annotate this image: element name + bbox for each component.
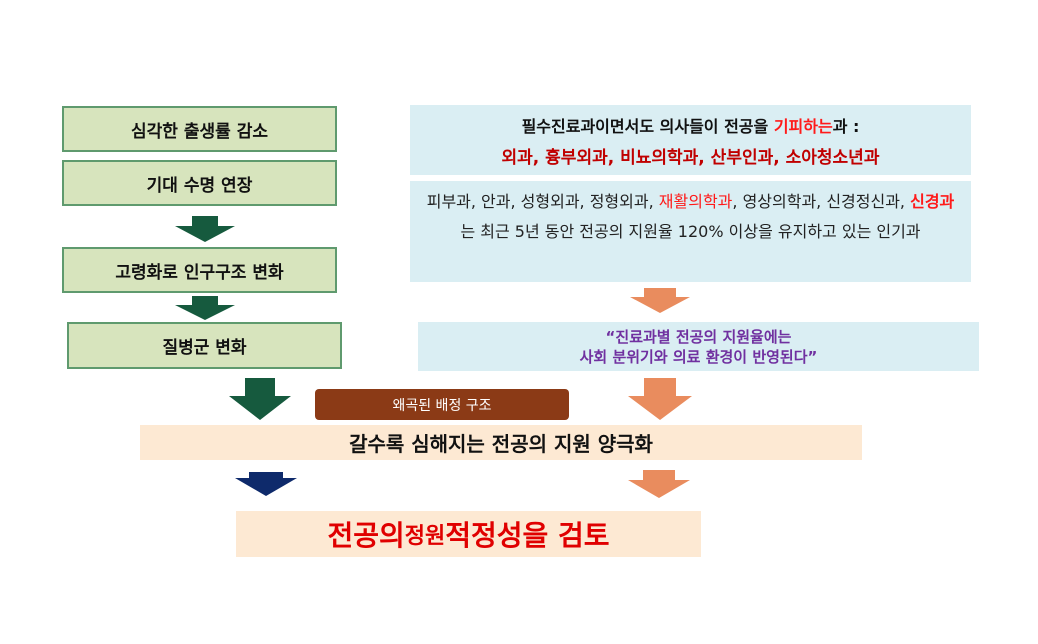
avoided-title: 필수진료과이면서도 의사들이 전공을 기피하는과 : <box>522 113 860 137</box>
orange-arrow-icon <box>628 470 690 498</box>
avoided-list: 외과, 흉부외과, 비뇨의학과, 산부인과, 소아청소년과 <box>501 147 880 168</box>
distortion-label: 왜곡된 배정 구조 <box>315 389 569 420</box>
text: 필수진료과이면서도 의사들이 전공을 <box>521 116 774 136</box>
text: 피부과, 안과, 성형외과, 정형외과, <box>426 192 659 211</box>
text: 정원 <box>404 524 446 549</box>
text: 전공의 <box>327 519 405 552</box>
rehab-highlight: 재활의학과 <box>658 192 733 211</box>
quote-line: 사회 분위기와 의료 환경이 반영된다” <box>579 347 818 366</box>
popular-specialties-box: 피부과, 안과, 성형외과, 정형외과, 재활의학과, 영상의학과, 신경정신과… <box>410 181 971 282</box>
quote-box: “진료과별 전공의 지원율에는 사회 분위기와 의료 환경이 반영된다” <box>418 322 979 371</box>
text: , 영상의학과, 신경정신과, <box>732 192 911 211</box>
orange-arrow-icon <box>628 378 692 420</box>
cause-box-life-expectancy: 기대 수명 연장 <box>62 160 337 206</box>
cause-box-low-birthrate: 심각한 출생률 감소 <box>62 106 337 152</box>
avoided-specialties-box: 필수진료과이면서도 의사들이 전공을 기피하는과 : 외과, 흉부외과, 비뇨의… <box>410 105 971 175</box>
avoided-highlight: 기피하는 <box>773 116 833 136</box>
aging-population-box: 고령화로 인구구조 변화 <box>62 247 337 293</box>
disease-change-box: 질병군 변화 <box>67 322 342 369</box>
text: 는 최근 5년 동안 전공의 지원율 120% 이상을 유지하고 있는 인기과 <box>460 222 921 241</box>
neurology-highlight: 신경과 <box>910 192 955 211</box>
orange-arrow-icon <box>630 288 690 313</box>
green-arrow-icon <box>175 216 235 242</box>
green-arrow-icon <box>229 378 291 420</box>
green-arrow-icon <box>175 296 235 320</box>
text: 과 : <box>832 116 860 136</box>
polarization-banner: 갈수록 심해지는 전공의 지원 양극화 <box>140 425 862 460</box>
conclusion-box: 전공의 정원 적정성을 검토 <box>236 511 701 557</box>
quote-line: “진료과별 전공의 지원율에는 <box>605 327 792 346</box>
text: 적정성을 검토 <box>445 519 610 552</box>
navy-arrow-icon <box>235 472 297 496</box>
